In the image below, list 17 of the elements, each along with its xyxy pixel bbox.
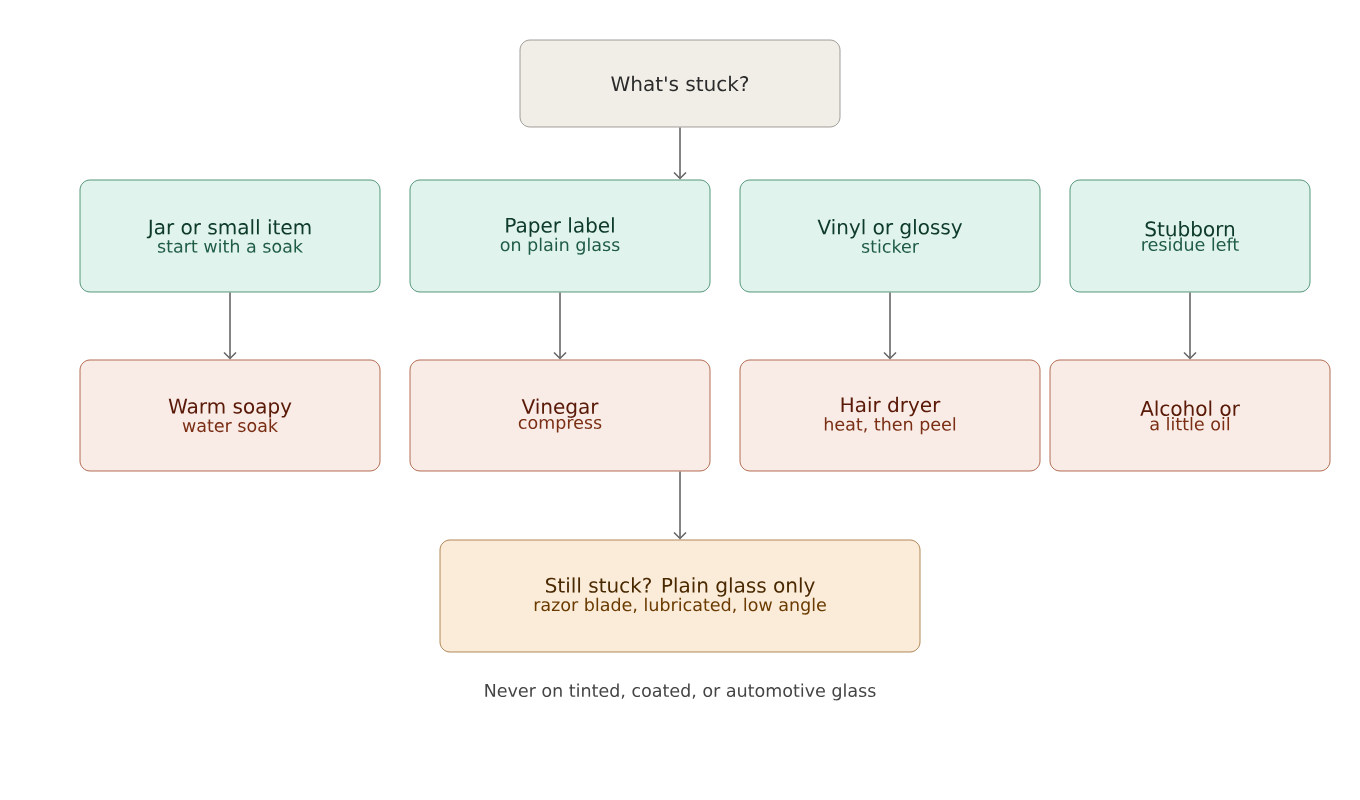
warning-box: Still stuck? Plain glass only razor blade, lubricated, low angle xyxy=(439,539,921,653)
method-box: Alcohol or a little oil xyxy=(1049,359,1331,472)
arrow xyxy=(223,291,237,360)
arrow xyxy=(883,291,897,360)
arrow xyxy=(553,291,567,360)
question-box: What's stuck? xyxy=(519,39,841,128)
arrow xyxy=(673,470,687,540)
arrow xyxy=(1183,291,1197,360)
method-box: Hair dryer heat, then peel xyxy=(739,359,1041,472)
method-box: Vinegar compress xyxy=(409,359,711,472)
method-box: Warm soapy water soak xyxy=(79,359,381,472)
arrow xyxy=(673,126,687,180)
category-box: Paper label on plain glass xyxy=(409,179,711,293)
category-box: Jar or small item start with a soak xyxy=(79,179,381,293)
caption-text: Never on tinted, coated, or automotive glass xyxy=(485,683,876,701)
category-box: Stubborn residue left xyxy=(1069,179,1311,293)
category-box: Vinyl or glossy sticker xyxy=(739,179,1041,293)
